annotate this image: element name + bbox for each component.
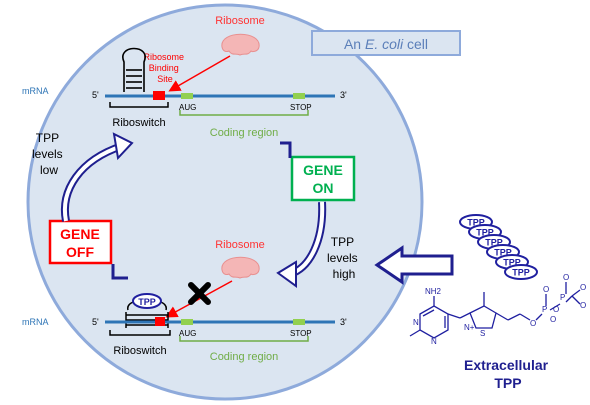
svg-text:S: S xyxy=(480,329,485,338)
cell-label-suffix: cell xyxy=(403,36,428,52)
top-rbs-box xyxy=(153,91,165,100)
svg-text:N+: N+ xyxy=(464,323,475,332)
svg-text:GENE: GENE xyxy=(60,226,100,242)
ecoli-cell xyxy=(26,3,424,401)
svg-text:O: O xyxy=(553,305,559,314)
svg-text:TPP: TPP xyxy=(476,228,494,238)
svg-text:TPP: TPP xyxy=(138,297,156,307)
tpp-levels-low: TPP levels low xyxy=(32,131,66,177)
bottom-stop-box xyxy=(293,319,305,325)
bottom-stop-label: STOP xyxy=(290,329,312,338)
bottom-ribosome-label: Ribosome xyxy=(215,239,265,251)
top-stop-label: STOP xyxy=(290,103,312,112)
svg-text:NH2: NH2 xyxy=(425,287,442,296)
svg-text:GENE: GENE xyxy=(303,162,343,178)
right-cycle-arrow xyxy=(276,141,327,288)
bottom-riboswitch-bracket xyxy=(109,330,171,336)
extracellular-label: Extracellular TPP xyxy=(464,357,552,391)
import-arrow xyxy=(374,245,454,285)
svg-text:TPP: TPP xyxy=(494,248,512,258)
bottom-tpp-bound: TPP xyxy=(132,293,162,309)
bottom-rbs-box xyxy=(155,317,165,326)
bottom-aug-label: AUG xyxy=(179,329,196,338)
top-mrna-label: mRNA xyxy=(22,86,49,96)
top-ribosome-arrow xyxy=(168,55,231,92)
top-riboswitch-label: Riboswitch xyxy=(112,117,165,129)
bottom-ribosome-arrow xyxy=(165,280,233,318)
svg-text:TPP: TPP xyxy=(503,258,521,268)
top-ribosome-label: Ribosome xyxy=(215,15,265,27)
svg-text:TPP: TPP xyxy=(485,238,503,248)
bottom-coding-bracket xyxy=(179,336,309,342)
svg-text:P: P xyxy=(560,293,565,302)
svg-text:An E. coli cell: An E. coli cell xyxy=(344,36,428,52)
top-stop-box xyxy=(293,93,305,99)
cell-label-prefix: An xyxy=(344,36,365,52)
svg-text:P: P xyxy=(542,305,547,314)
black-x-icon xyxy=(188,282,211,305)
top-riboswitch-group: Ribosome Ribosome Binding Site mRNA 5' 3… xyxy=(22,15,347,139)
cell-label-species: E. coli xyxy=(365,36,404,52)
svg-text:N: N xyxy=(413,318,419,327)
top-ribosome-icon xyxy=(221,33,260,56)
top-three-prime: 3' xyxy=(340,90,347,100)
tpp-molecule-labels: NH2 N N N+ S O P P O O O O O O xyxy=(413,273,586,346)
cell-label-box: An E. coli cell xyxy=(311,30,461,56)
top-coding-bracket xyxy=(179,110,309,116)
svg-text:O: O xyxy=(550,315,556,324)
tpp-stack-item: TPP xyxy=(504,264,538,280)
bottom-riboswitch-label: Riboswitch xyxy=(113,345,166,357)
svg-text:OFF: OFF xyxy=(66,244,94,260)
top-aug-label: AUG xyxy=(179,103,196,112)
svg-text:O: O xyxy=(580,301,586,310)
top-riboswitch-bracket xyxy=(109,102,169,108)
bottom-five-prime: 5' xyxy=(92,317,99,327)
bottom-coding-label: Coding region xyxy=(210,351,279,363)
svg-text:O: O xyxy=(580,283,586,292)
svg-text:N: N xyxy=(431,337,437,346)
top-coding-label: Coding region xyxy=(210,127,279,139)
bottom-mrna-label: mRNA xyxy=(22,317,49,327)
svg-text:TPP: TPP xyxy=(512,268,530,278)
top-rbs-label: Ribosome Binding Site xyxy=(143,52,186,84)
gene-off-box: GENE OFF xyxy=(48,219,113,265)
svg-text:O: O xyxy=(563,273,569,282)
tpp-molecule xyxy=(409,282,581,339)
top-five-prime: 5' xyxy=(92,90,99,100)
bottom-ribosome-icon xyxy=(221,256,260,279)
bottom-riboswitch-group: Ribosome TPP mRNA 5' 3' AUG STOP xyxy=(22,239,347,363)
top-hairpin xyxy=(122,47,146,92)
gene-on-box: GENE ON xyxy=(290,155,356,202)
tpp-levels-high: TPP levels high xyxy=(327,235,361,281)
bottom-aug-box xyxy=(181,319,193,325)
bottom-three-prime: 3' xyxy=(340,317,347,327)
svg-text:TPP: TPP xyxy=(467,218,485,228)
left-cycle-arrow xyxy=(61,132,134,280)
svg-text:ON: ON xyxy=(313,180,334,196)
svg-text:O: O xyxy=(543,285,549,294)
svg-text:O: O xyxy=(530,319,536,328)
top-aug-box xyxy=(181,93,193,99)
